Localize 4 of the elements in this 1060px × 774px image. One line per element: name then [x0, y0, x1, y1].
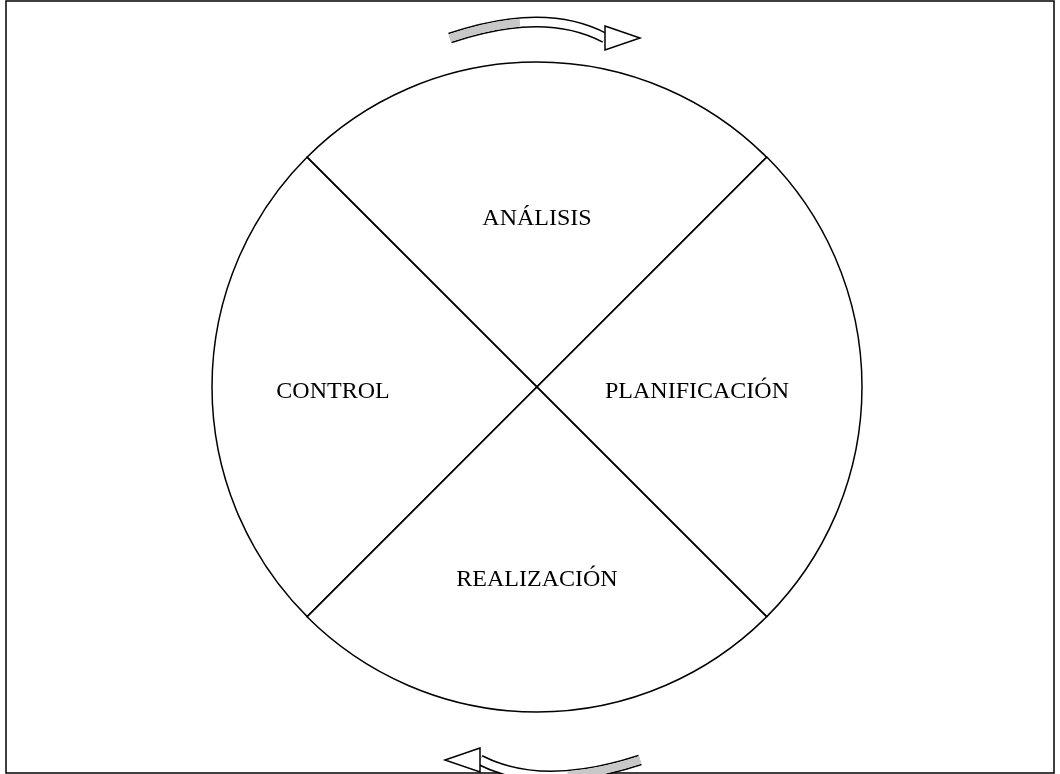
phase-label: CONTROL: [276, 376, 390, 404]
phase-label: PLANIFICACIÓN: [605, 376, 789, 404]
phase-label: REALIZACIÓN: [456, 564, 618, 592]
phase-label: ANÁLISIS: [482, 203, 592, 231]
